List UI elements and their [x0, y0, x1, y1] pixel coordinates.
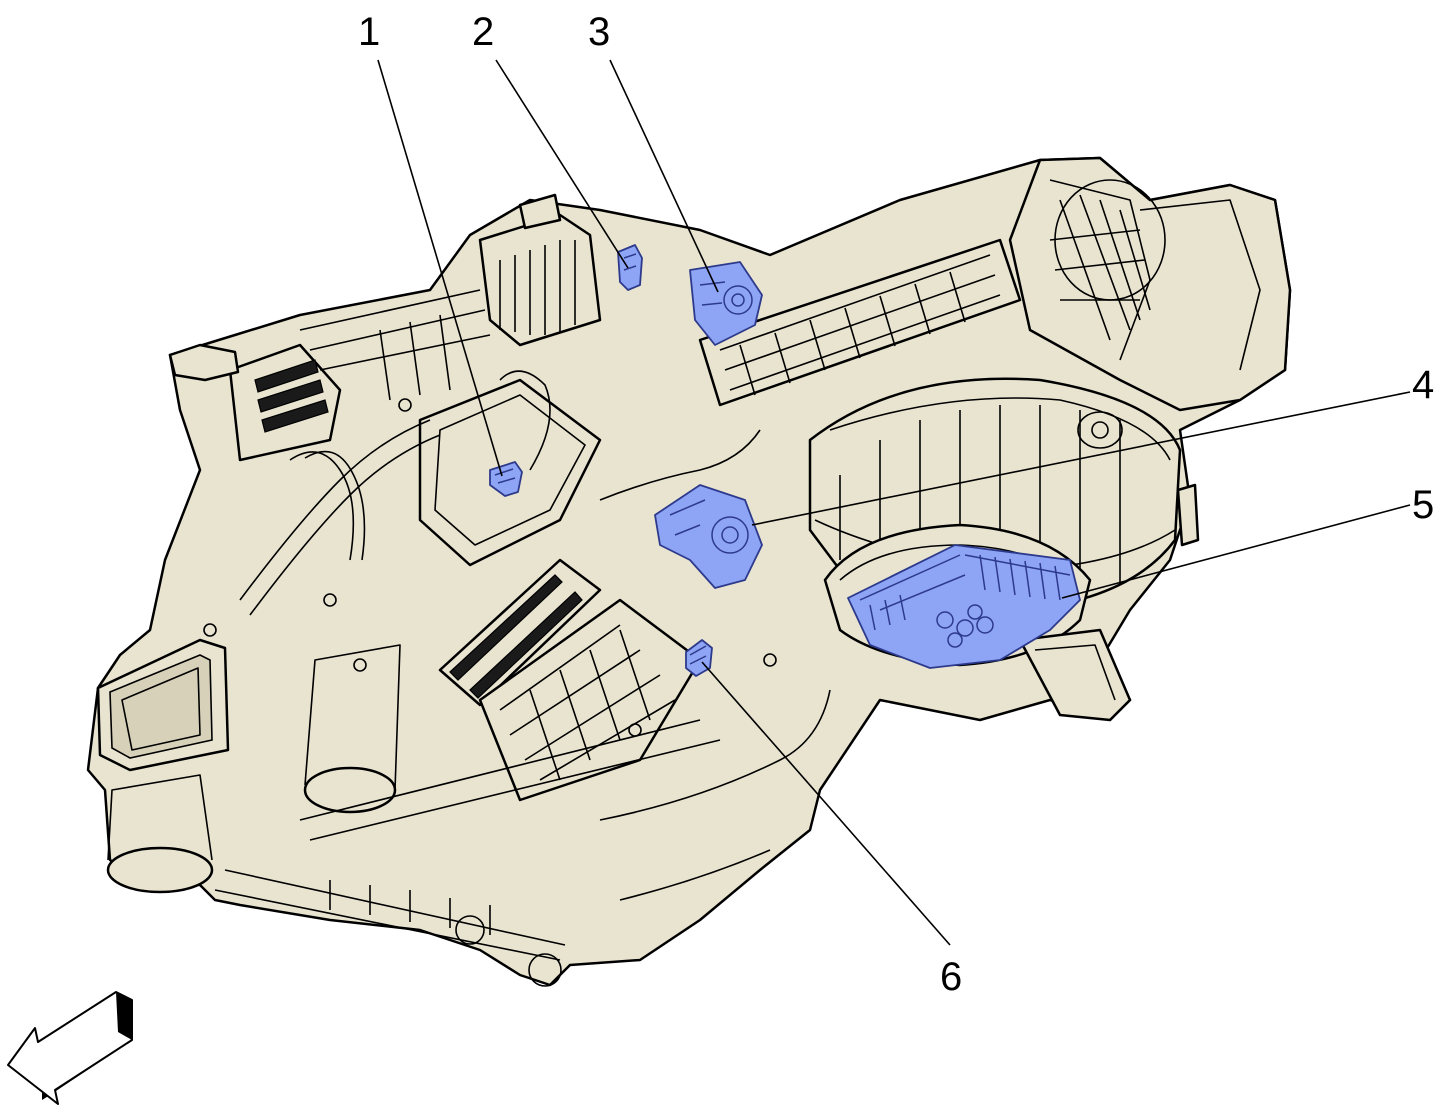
leader-4 — [751, 391, 1411, 526]
callout-leaders — [377, 59, 1411, 946]
component-3-actuator — [689, 261, 763, 346]
callout-1: 1 — [358, 10, 380, 54]
leader-2 — [495, 59, 629, 269]
component-5-blower-control-module — [847, 544, 1081, 669]
leader-3 — [609, 59, 719, 293]
component-1-sensor — [489, 461, 523, 497]
callout-4: 4 — [1412, 363, 1434, 407]
component-4-actuator — [654, 484, 763, 589]
component-2-sensor — [617, 244, 643, 291]
callout-3: 3 — [588, 10, 610, 54]
leader-6 — [701, 661, 951, 946]
leader-5 — [1061, 504, 1411, 599]
callout-2: 2 — [472, 10, 494, 54]
forward-direction-arrow-icon — [7, 991, 133, 1105]
callout-labels: 1 2 3 4 5 6 — [358, 10, 1434, 999]
callout-6: 6 — [940, 955, 962, 999]
hvac-housing — [86, 156, 1292, 987]
leader-1 — [377, 59, 503, 477]
callout-5: 5 — [1412, 483, 1434, 527]
